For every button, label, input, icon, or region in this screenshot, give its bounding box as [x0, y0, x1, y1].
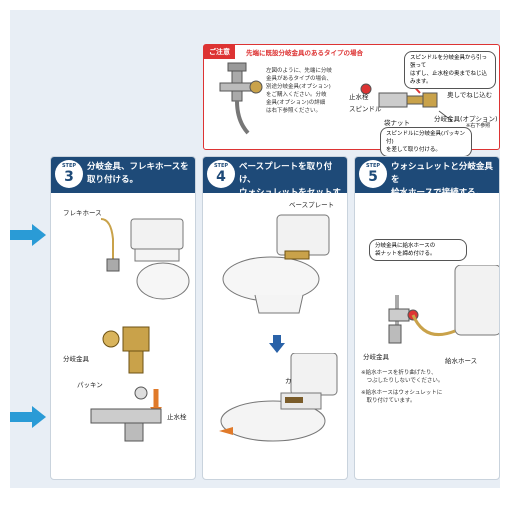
label-base-plate: ベースプレート: [289, 201, 335, 209]
step-4-card: STEP 4 ベースプレートを取り付け、 ウォシュレットをセットする。 ベースプ…: [202, 156, 348, 480]
step-4-title: ベースプレートを取り付け、 ウォシュレットをセットする。: [239, 162, 341, 211]
label-stop-valve: 止水栓: [167, 413, 187, 421]
step-3-header: STEP 3 分岐金具、フレキホースを 取り付ける。: [51, 157, 195, 193]
caution-box: ご注意 先端に既設分岐金具のあるタイプの場合 左図のように、先端に分岐 金具があ…: [203, 44, 500, 157]
step-4-header: STEP 4 ベースプレートを取り付け、 ウォシュレットをセットする。: [203, 157, 347, 211]
step-5-card: STEP 5 ウォシュレットと分岐金具を 給水ホースで接続する。 分岐金具に給水…: [354, 156, 500, 480]
supply-connection-illustration: [388, 265, 499, 344]
toilet-tank-illustration: [100, 218, 190, 300]
step-3-card: STEP 3 分岐金具、フレキホースを 取り付ける。 フレキホース 分岐金具 パ…: [50, 156, 196, 480]
manual-page: ご注意 先端に既設分岐金具のあるタイプの場合 左図のように、先端に分岐 金具があ…: [10, 10, 500, 488]
faucet-illustration: [219, 62, 263, 135]
down-arrow: [269, 335, 285, 353]
label-flexi-hose: フレキホース: [63, 209, 102, 217]
step-3-title: 分岐金具、フレキホースを 取り付ける。: [87, 162, 189, 185]
caution-text: 左図のように、先端に分岐 金具があるタイプの場合、 別途分岐金具(オプション) …: [266, 68, 333, 114]
label-stop-valve-top: 止水栓: [349, 93, 369, 101]
label-nut: 袋ナット: [384, 119, 410, 127]
label-packing: パッキン: [77, 381, 103, 389]
step-3-badge: STEP 3: [55, 160, 83, 188]
caution-bubble-1: スピンドルを分岐金具から引っ張って はずし、止水栓の奥までねじ込みます。: [404, 51, 496, 89]
branch-assembly-illustration: [360, 80, 453, 122]
step-4-badge: STEP 4: [207, 160, 235, 188]
caution-bubble-2: スピンドルに分岐金具(パッキン付) を差して取り付ける。: [380, 127, 472, 157]
label-spindle: スピンドル: [349, 105, 382, 113]
label-branch-option-sub: ※右下参照: [466, 123, 491, 129]
step-5-header: STEP 5 ウォシュレットと分岐金具を 給水ホースで接続する。: [355, 157, 499, 198]
step-5-title: ウォシュレットと分岐金具を 給水ホースで接続する。: [391, 162, 493, 198]
label-supply-hose: 給水ホース: [445, 357, 478, 365]
label-branch-option: 分岐金具(オプション): [434, 115, 498, 123]
branch-fitting-illustration: [90, 326, 162, 442]
label-screw-in: 奥しでねじ込む: [447, 91, 493, 99]
caution-tag: ご注意: [204, 45, 235, 59]
step-5-note-2: ※給水ホースはウォシュレットに 取り付けています。: [361, 390, 443, 404]
side-arrow-lower: [10, 406, 46, 428]
label-branch: 分岐金具: [63, 355, 89, 363]
step-5-badge: STEP 5: [359, 160, 387, 188]
step-5-bubble: 分岐金具に給水ホースの 袋ナットを締め付ける。: [369, 239, 467, 261]
label-step5-branch: 分岐金具: [363, 353, 389, 361]
washlet-illustration: [219, 353, 338, 442]
caution-title: 先端に既設分岐金具のあるタイプの場合: [246, 49, 363, 57]
toilet-base-illustration: [222, 214, 330, 314]
side-arrow-upper: [10, 224, 46, 246]
step-5-note-1: ※給水ホースを折り曲げたり、 つぶしたりしないでください。: [361, 370, 444, 384]
